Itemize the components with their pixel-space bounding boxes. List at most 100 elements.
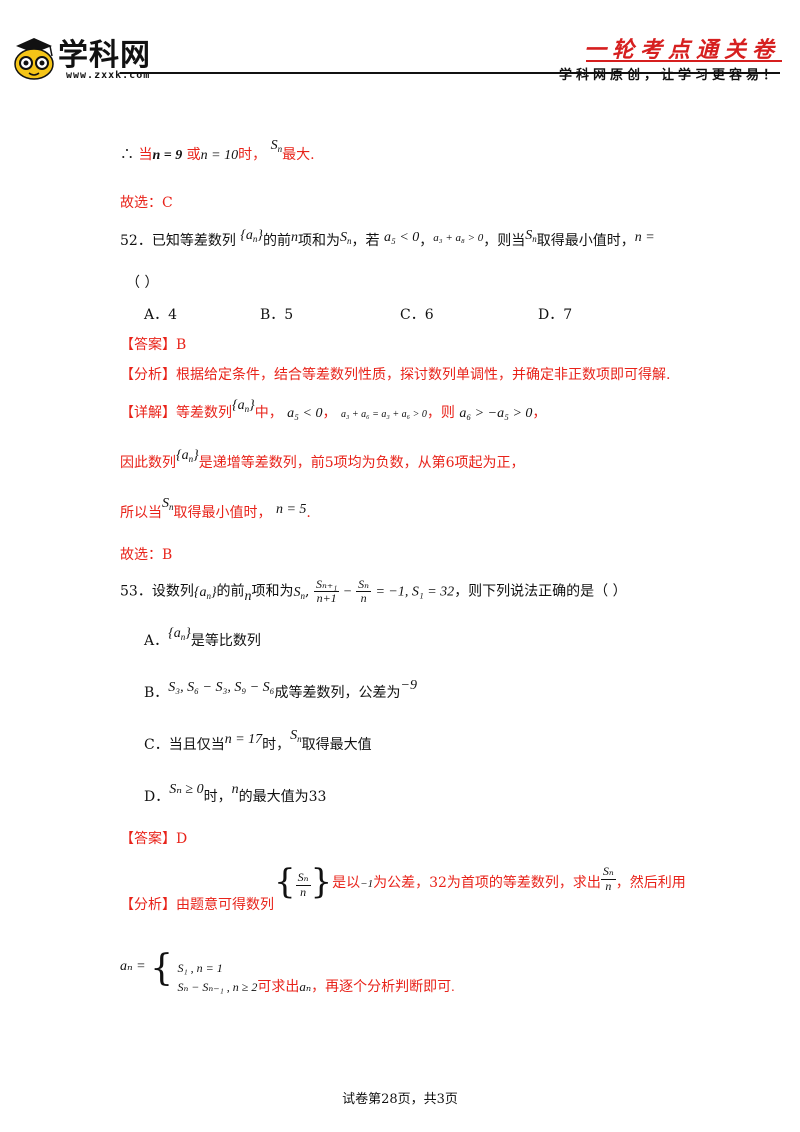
q52-option-d[interactable]: D．7 (538, 307, 573, 323)
piece-case-2-text: Sₙ − Sₙ₋₁ , n ≥ 2 (177, 979, 258, 994)
line3-c: n = 5 (275, 502, 307, 517)
q53-option-b[interactable]: B．S₃, S₆ − S₃, S₉ − S₆成等差数列，公差为−9 (144, 678, 417, 702)
seq-a: a (237, 398, 245, 413)
q52-stem-f: 取得最小值时， (536, 233, 635, 249)
q53-n: n (244, 588, 252, 604)
line3-a: 所以当 (120, 505, 162, 521)
q52-paren: （ ） (126, 275, 159, 291)
frac1-den: n+1 (316, 591, 337, 606)
detail-c3: a₆ > −a₅ > 0 (459, 406, 533, 421)
line3-s: Sn (162, 496, 174, 512)
analysis-a: 【分析】由题意可得数列 (120, 897, 274, 913)
exam-title: 一轮考点通关卷 (583, 38, 780, 63)
q52-n: n (291, 230, 298, 245)
page-footer: 试卷第28页，共3页 (342, 1092, 458, 1107)
q52-tail: n = (634, 230, 655, 245)
header-slogan: 学科网原创，让学习更容易！ (558, 68, 780, 83)
detail-seq: {an} (232, 398, 255, 414)
detail-label: 【详解】等差数列 (120, 405, 232, 421)
optA-seq: {an} (168, 626, 191, 642)
q52-stem-b: 的前 (263, 233, 291, 249)
frac2-den: n (360, 591, 367, 606)
analysis-b: 是以 (332, 875, 361, 891)
line2-seq: {an} (176, 448, 199, 464)
q53-option-a[interactable]: A．{an}是等比数列 (144, 626, 261, 650)
seq-sub: n (252, 234, 258, 244)
optD-n: n (231, 782, 239, 797)
q52-answer: 【答案】B (120, 337, 187, 353)
detail-comma: ， (322, 405, 337, 421)
analysis-rbrace: } (310, 862, 333, 902)
q52-line2: 因此数列{an}是递增等差数列，前5项均为负数，从第6项起为正， (120, 448, 525, 472)
q52-cond1: a₅ < 0 (383, 230, 420, 245)
piece-end: ，再逐个分析判断即可. (311, 979, 455, 995)
q52-stem-c: 项和为 (298, 233, 340, 249)
seq-sub: n (180, 632, 186, 642)
prev-choice: 故选：C (120, 195, 173, 211)
q52-choice: 故选：B (120, 547, 173, 563)
q53-stem-c: 项和为 (251, 583, 294, 600)
optD-math: Sₙ ≥ 0 (169, 782, 204, 797)
q53-stem-b: 的前 (216, 583, 245, 600)
piece-tail: 可求出 (257, 979, 300, 995)
s-sub: n (300, 590, 306, 601)
optC-text1: 时， (262, 737, 291, 753)
optB-label: B． (144, 685, 169, 701)
line2-b: 是递增等差数列，前5项均为负数，从第6项起为正， (198, 455, 525, 471)
optB-text: 成等差数列，公差为 (274, 685, 401, 701)
prev-conclusion: ∴ 当n = 9 或n = 10时， Sn最大. (120, 138, 315, 164)
analysis-d: 为公差，32为首项的等差数列，求出 (373, 875, 601, 891)
s-letter: S (340, 230, 347, 245)
seq-sub: n (188, 454, 194, 464)
q52-seq: {an} (240, 228, 263, 244)
logo-title: 学科网 (58, 38, 151, 73)
frac2-num: Sₙ (356, 577, 372, 593)
q52-option-c[interactable]: C．6 (400, 307, 434, 323)
q53-answer: 【答案】D (120, 831, 188, 847)
piece-case-2: Sₙ − Sₙ₋₁ , n ≥ 2可求出aₙ，再逐个分析判断即可. (177, 977, 454, 998)
sn-sub: n (277, 144, 283, 154)
optB-math: S₃, S₆ − S₃, S₉ − S₆ (168, 680, 275, 695)
s-sub: n (532, 234, 537, 244)
optC-math: n = 17 (224, 732, 263, 747)
q53-stem-a: 设数列 (151, 583, 194, 600)
s-sub: n (347, 236, 352, 246)
s-letter: S (162, 496, 169, 511)
prev-or: 或 (186, 147, 201, 163)
s-sub: n (297, 734, 302, 744)
header-divider (120, 72, 780, 74)
q53-option-c[interactable]: C．当且仅当n = 17时，Sn取得最大值 (144, 728, 372, 754)
q53-option-d[interactable]: D．Sₙ ≥ 0时，n的最大值为33 (144, 782, 326, 806)
exam-title-underline (586, 60, 782, 62)
s-letter: S (290, 728, 298, 743)
optC-text2: 取得最大值 (301, 737, 372, 753)
q52-s2: Sn (525, 228, 537, 244)
prev-max: 最大. (282, 147, 315, 163)
piece-case-1: S₁ , n = 1 (177, 960, 223, 975)
analysis-c: −1 (360, 878, 374, 890)
seq-a: a (245, 228, 253, 243)
prev-n10: n = 10 (200, 148, 239, 163)
optA-label: A． (144, 633, 169, 649)
seq-a: a (199, 584, 207, 600)
prev-n9: n = 9 (152, 148, 183, 163)
q53-seq: {an} (193, 584, 217, 601)
q52-detail: 【详解】等差数列{an}中， a₅ < 0， a₃ + a₆ = a₃ + a₆… (120, 398, 546, 422)
q52-option-a[interactable]: A．4 (144, 307, 178, 323)
q53-stem-d: ，则下列说法正确的是（ ） (454, 583, 627, 600)
q52-option-b[interactable]: B．5 (260, 307, 294, 323)
q52-line3: 所以当Sn取得最小值时， n = 5. (120, 496, 311, 521)
analysis-lbrace: { (274, 862, 296, 902)
q52-cond2: a₃ + a₈ > 0 (433, 232, 484, 244)
optD-text1: 时， (203, 789, 232, 805)
piece-an: aₙ (299, 978, 312, 994)
q52-stem: 52．已知等差数列 {an}的前n项和为Sn，若 a₅ < 0，a₃ + a₈ … (120, 228, 655, 250)
optB-val: −9 (400, 678, 417, 693)
q53-piecewise: aₙ = { S₁ , n = 1 Sₙ − Sₙ₋₁ , n ≥ 2可求出aₙ… (120, 948, 455, 998)
